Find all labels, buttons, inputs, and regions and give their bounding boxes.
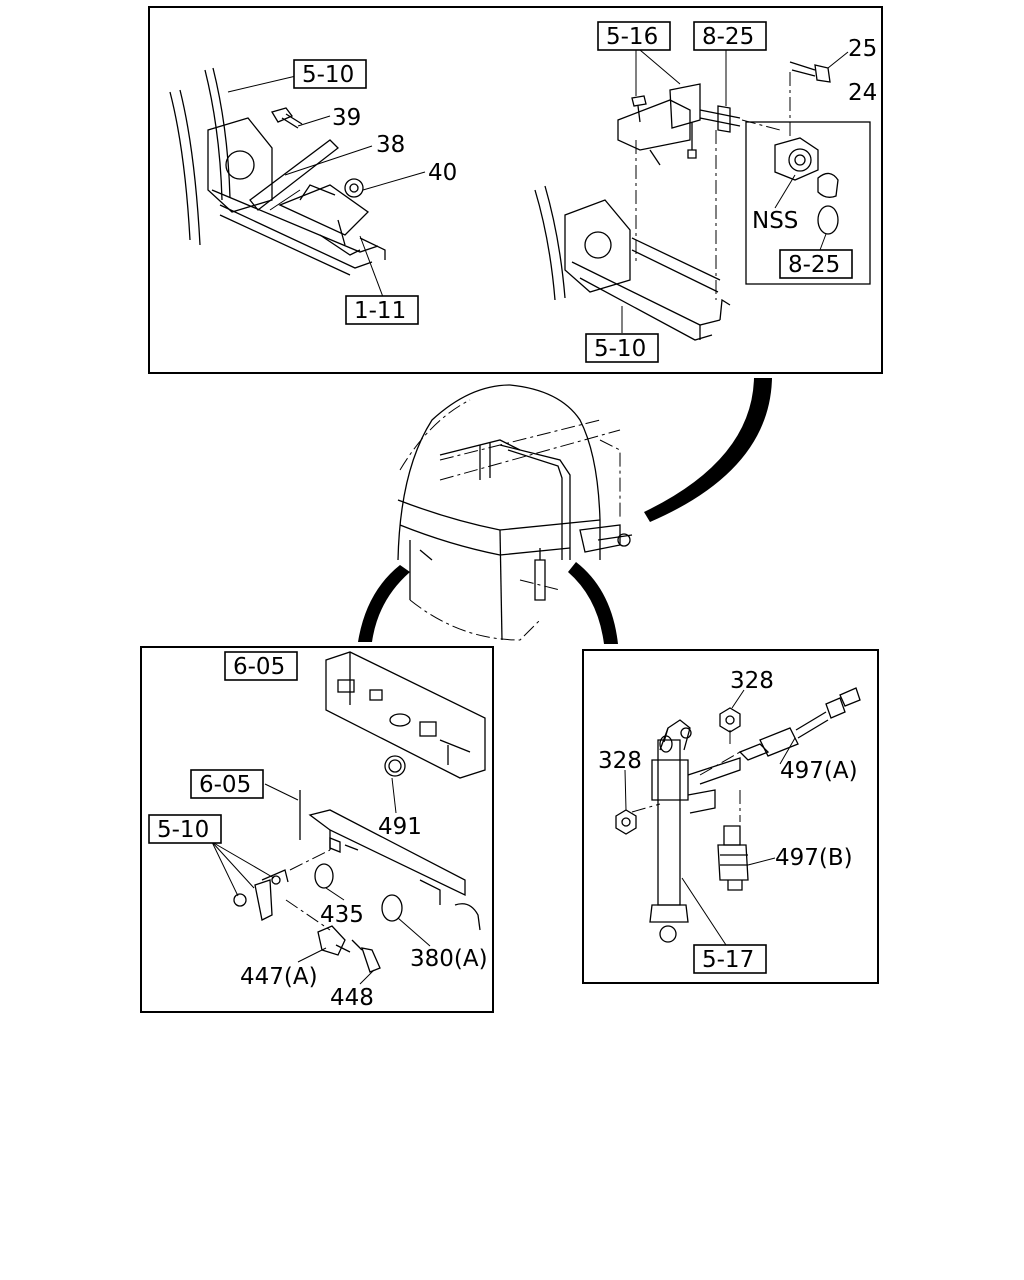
ref-box-8-25-top	[693, 21, 767, 51]
ref-box-5-17	[693, 944, 767, 974]
label-6-05-top: 6-05	[233, 654, 285, 680]
label-part-24: 24	[848, 80, 877, 106]
label-6-05-lower: 6-05	[199, 772, 251, 798]
left-frame-assembly-drawing	[169, 67, 386, 276]
lever-and-switch-drawing	[615, 687, 861, 943]
ref-box-8-25-inner	[779, 249, 853, 279]
label-8-25-top: 8-25	[702, 24, 754, 50]
label-nss: NSS	[752, 208, 798, 234]
ref-box-6-05-lower	[190, 769, 264, 799]
bottom-right-panel-frame	[582, 649, 879, 984]
ref-box-5-10-top-left	[293, 59, 367, 89]
label-5-17: 5-17	[702, 947, 754, 973]
top-leader-lines	[227, 49, 849, 333]
label-5-10-top-right: 5-10	[594, 336, 646, 362]
connector-arc-to-bottom-right-panel	[568, 562, 618, 644]
label-part-39: 39	[332, 105, 361, 131]
label-part-38: 38	[376, 132, 405, 158]
upper-crossmember-drawing	[325, 651, 486, 779]
part-24-box	[745, 121, 871, 285]
label-8-25-inner: 8-25	[788, 252, 840, 278]
bottom-left-panel: 6-05 491 6-05 5-10 435 380(A) 447(A) 448	[140, 646, 494, 1013]
label-part-328-top: 328	[730, 668, 774, 694]
ref-box-1-11	[345, 295, 419, 325]
label-5-10-top-left: 5-10	[302, 62, 354, 88]
label-part-447a: 447(A)	[240, 964, 318, 990]
label-part-25: 25	[848, 36, 877, 62]
label-part-497a: 497(A)	[780, 758, 858, 784]
connector-arc-to-bottom-left-panel	[358, 565, 410, 642]
ref-box-5-10-top-right	[585, 333, 659, 363]
connector-arc-to-top-panel	[644, 378, 772, 522]
ref-box-5-16	[597, 21, 671, 51]
label-part-328-left: 328	[598, 748, 642, 774]
label-part-491: 491	[378, 814, 422, 840]
bottom-right-panel: 328 328 497(A) 497(B) 5-17	[582, 649, 879, 984]
ref-box-6-05-top	[224, 651, 298, 681]
label-5-16: 5-16	[606, 24, 658, 50]
label-part-40: 40	[428, 160, 457, 186]
top-panel: 5-10 39 38 40 1-11 5-16 8-25 25 24 NSS 8…	[148, 6, 883, 374]
bottom-left-panel-frame	[140, 646, 494, 1013]
label-part-380a: 380(A)	[410, 946, 488, 972]
label-1-11: 1-11	[354, 298, 406, 324]
sensor-bracket-drawing	[233, 849, 381, 973]
label-part-448: 448	[330, 985, 374, 1011]
label-part-435: 435	[320, 902, 364, 928]
label-part-497b: 497(B)	[775, 845, 853, 871]
top-panel-frame	[148, 6, 883, 374]
label-5-10-bottom: 5-10	[157, 817, 209, 843]
truck-cab-overview-drawing	[397, 384, 633, 641]
right-frame-assembly-drawing	[534, 61, 871, 341]
ref-box-5-10-bottom	[148, 814, 222, 844]
bottom-right-leader-lines	[624, 689, 796, 946]
lower-crossmember-drawing	[299, 790, 481, 931]
bottom-left-leader-lines	[211, 777, 431, 985]
